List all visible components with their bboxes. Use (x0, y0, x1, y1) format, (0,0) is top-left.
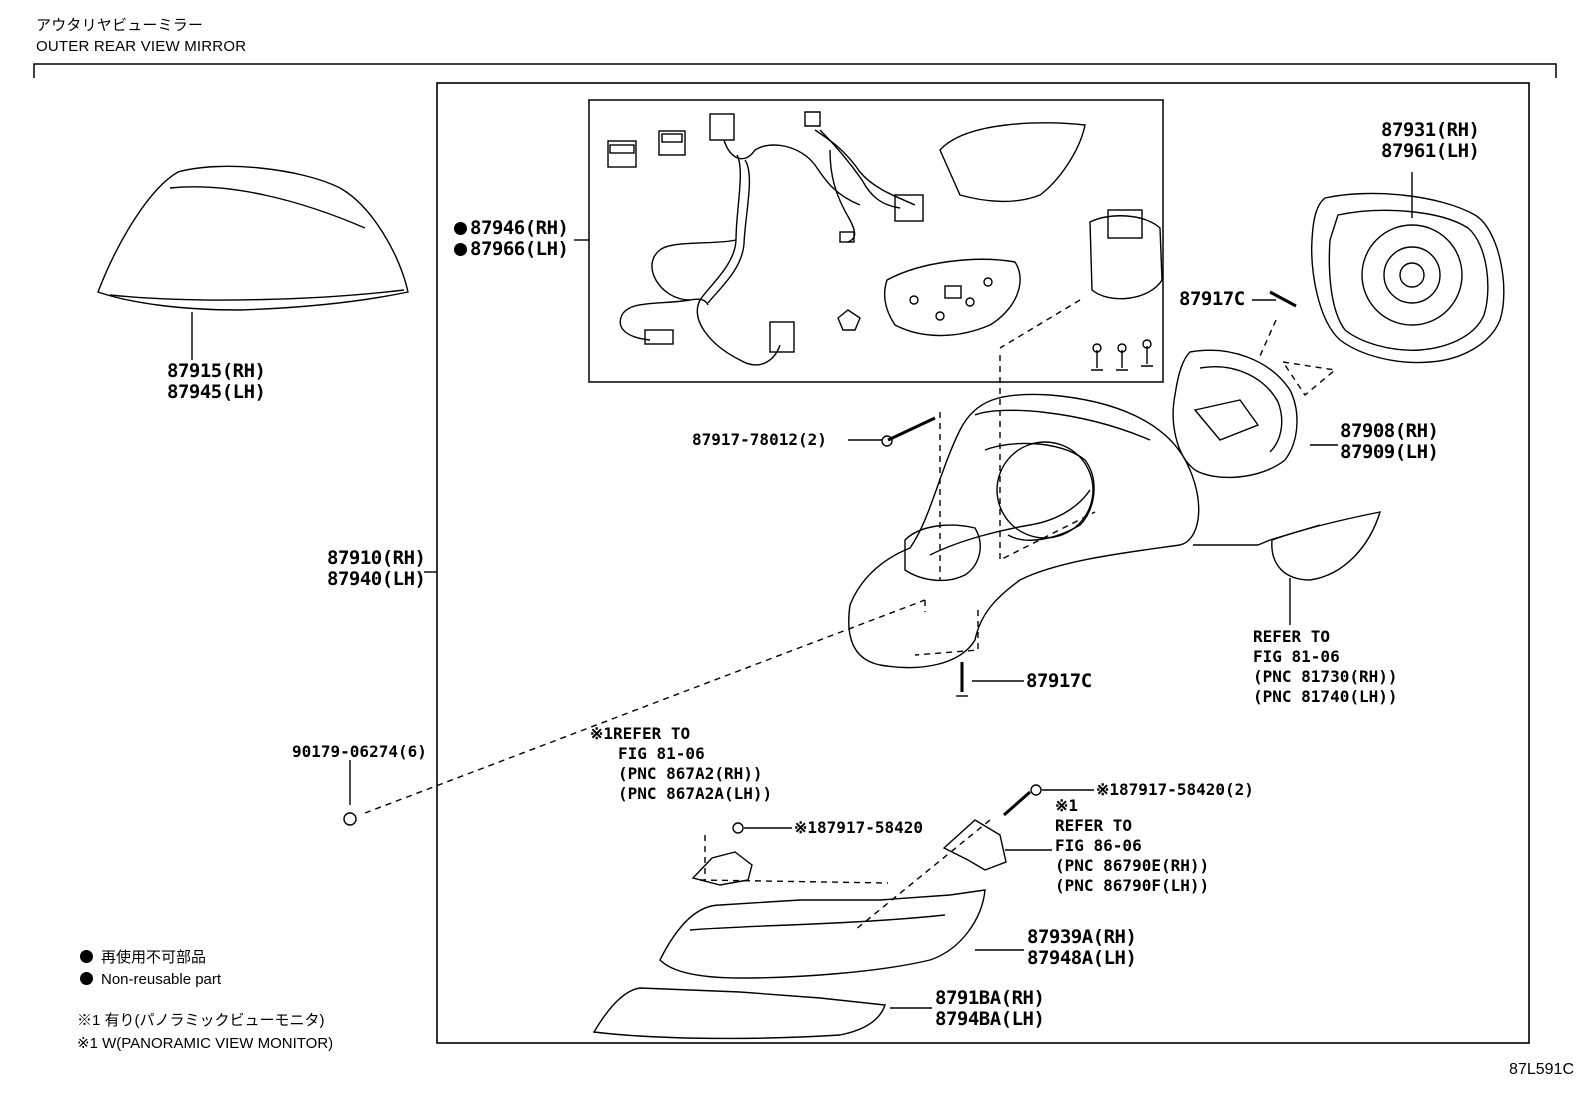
legend-nonreusable-jp: 再使用不可部品 (80, 946, 206, 967)
part-87917-58420-label: ※187917-58420 (794, 818, 923, 837)
filled-circle-icon (80, 972, 93, 985)
filled-circle-icon (80, 950, 93, 963)
part-87917-78012-label: 87917-78012(2) (692, 430, 827, 449)
refer-fig-81-06-camera[interactable]: ※1REFER TO FIG 81-06 (PNC 867A2(RH)) (PN… (590, 724, 773, 803)
title-japanese: アウタリヤビューミラー (36, 17, 204, 34)
part-90179-label: 90179-06274(6) (292, 742, 427, 761)
part-87917-58420-2-label: ※187917-58420(2) (1096, 780, 1254, 799)
title-english: OUTER REAR VIEW MIRROR (36, 38, 247, 55)
filled-circle-icon (454, 222, 467, 235)
filled-circle-icon (454, 243, 467, 256)
part-87931-label: 87931(RH)87961(LH) (1381, 119, 1480, 162)
mirror-glass-drawing (1311, 192, 1505, 364)
wiring-harness-drawing (607, 111, 1163, 371)
part-87915-label: 87915(RH)87945(LH) (167, 360, 266, 403)
part-87946-label: 87946(RH) 87966(LH) (454, 218, 569, 260)
actuator-drawing (1172, 349, 1298, 479)
part-87917c-top-label: 87917C (1179, 288, 1245, 310)
part-87910-label: 87910(RH)87940(LH) (327, 547, 426, 590)
part-87939a-label: 87939A(RH)87948A(LH) (1027, 926, 1137, 969)
illustration-code: 87L591C (1509, 1061, 1574, 1078)
part-87917c-bottom-label: 87917C (1026, 670, 1092, 692)
mirror-cover-drawing (97, 165, 409, 311)
legend-note-en: ※1 W(PANORAMIC VIEW MONITOR) (77, 1035, 334, 1052)
part-8791ba-label: 8791BA(RH)8794BA(LH) (935, 987, 1045, 1030)
part-87908-label: 87908(RH)87909(LH) (1340, 420, 1439, 463)
legend-nonreusable-en: Non-reusable part (80, 971, 221, 988)
legend-note-jp: ※1 有り(パノラミックビューモニタ) (77, 1012, 325, 1029)
